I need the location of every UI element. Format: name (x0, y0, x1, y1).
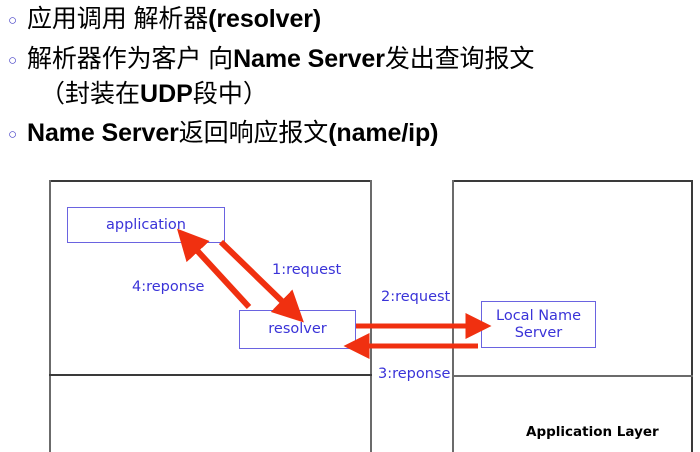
flow-label-2-request: 2:request (381, 289, 451, 305)
bullet-item-1: ○ 应用调用 解析器(resolver) (8, 4, 321, 35)
bullet-3-text: Name Server返回响应报文(name/ip) (27, 119, 439, 147)
bullet-2-text: 解析器作为客户 向Name Server发出查询报文 (27, 45, 535, 73)
bullet-1-text: 应用调用 解析器(resolver) (27, 5, 322, 33)
node-local-name-server-label: Local Name Server (496, 307, 581, 341)
bullet-2-continuation: （封装在UDP段中） (40, 80, 268, 108)
node-resolver[interactable]: resolver (239, 310, 356, 349)
application-layer-label: Application Layer (526, 424, 659, 440)
node-application[interactable]: application (67, 207, 225, 243)
frame-left-bottom-divider (49, 374, 372, 376)
frame-right-border (691, 180, 693, 452)
bullet-marker-icon: ○ (8, 126, 18, 143)
flow-label-4-reponse: 4:reponse (132, 279, 205, 295)
node-local-name-server[interactable]: Local Name Server (481, 301, 596, 348)
flow-label-3-reponse: 3:reponse (378, 366, 451, 382)
bullet-marker-icon: ○ (8, 52, 18, 69)
arrow-4-reponse (176, 228, 252, 310)
frame-left-border (49, 180, 51, 452)
frame-right-bottom-divider (452, 375, 693, 377)
flow-label-1-request: 1:request (272, 262, 342, 278)
frame-right-col-left-border (452, 180, 454, 452)
frame-top-left-border (49, 180, 372, 182)
node-application-label: application (106, 216, 186, 233)
bullet-item-3: ○ Name Server返回响应报文(name/ip) (8, 118, 439, 149)
bullet-marker-icon: ○ (8, 12, 18, 29)
frame-top-right-border (452, 180, 693, 182)
bullet-item-2: ○ 解析器作为客户 向Name Server发出查询报文 (8, 44, 534, 75)
node-resolver-label: resolver (268, 321, 327, 337)
frame-left-col-right-border (370, 180, 372, 452)
